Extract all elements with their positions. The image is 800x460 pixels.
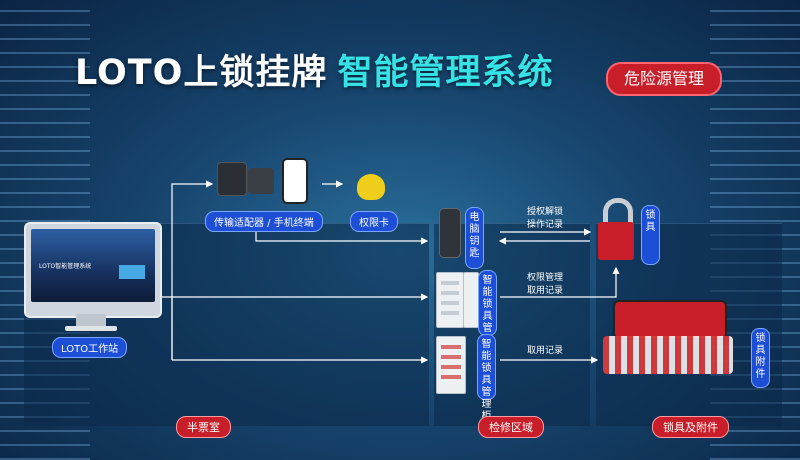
smart-cabinet-1-label: 智能锁具管理柜 bbox=[478, 270, 497, 358]
zone-label-maintenance: 检修区域 bbox=[478, 416, 544, 438]
smart-cabinet-1 bbox=[436, 272, 464, 328]
auth-card-icon bbox=[357, 174, 385, 200]
zone-label-locks: 锁具及附件 bbox=[652, 416, 729, 438]
edge-label-auth-unlock: 授权解锁 bbox=[527, 207, 564, 217]
adapter-label: 传输适配器 / 手机终端 bbox=[205, 211, 323, 232]
monitor-stand bbox=[76, 314, 106, 328]
computer-key-label: 电脑钥匙 bbox=[465, 207, 484, 269]
category-badge: 危险源管理 bbox=[606, 62, 722, 96]
padlock-shackle bbox=[603, 198, 633, 227]
monitor-base bbox=[65, 326, 117, 331]
lockout-kit-case bbox=[613, 300, 727, 340]
screen-card bbox=[119, 265, 145, 279]
edge-label-use-log-1: 取用记录 bbox=[527, 286, 564, 296]
line-cabinet-to-lock bbox=[500, 266, 620, 298]
padlock-body bbox=[598, 222, 634, 260]
edge-label-use-log-2: 取用记录 bbox=[527, 346, 564, 356]
page-title: LOTO上锁挂牌智能管理系统 bbox=[75, 44, 553, 95]
workstation-screen: LOTO智能管理系统 bbox=[31, 229, 155, 302]
lock-label: 锁具 bbox=[641, 205, 660, 265]
workstation-monitor: LOTO智能管理系统 bbox=[24, 222, 162, 318]
computer-key-device bbox=[439, 208, 461, 258]
transfer-adapter-device bbox=[217, 162, 247, 196]
smart-cabinet-2-label: 智能锁具管理柜 bbox=[477, 334, 496, 422]
edge-label-operation-log: 操作记录 bbox=[527, 220, 564, 230]
line-to-adapter bbox=[171, 180, 214, 360]
accessories-label: 锁具附件 bbox=[751, 328, 770, 388]
smart-cabinet-1-side bbox=[463, 272, 479, 328]
adapter-dock bbox=[248, 168, 274, 194]
smart-cabinet-2 bbox=[436, 336, 466, 394]
screen-title: LOTO智能管理系统 bbox=[39, 263, 92, 270]
workstation-label: LOTO工作站 bbox=[52, 337, 128, 358]
mobile-terminal bbox=[282, 158, 308, 204]
title-highlight: 智能管理系统 bbox=[337, 53, 554, 93]
auth-card-label: 权限卡 bbox=[350, 211, 398, 232]
edge-label-permission: 权限管理 bbox=[527, 273, 564, 283]
title-main: LOTO上锁挂牌 bbox=[75, 53, 328, 93]
lockout-accessories bbox=[603, 336, 733, 374]
zone-label-office: 半票室 bbox=[176, 416, 231, 438]
